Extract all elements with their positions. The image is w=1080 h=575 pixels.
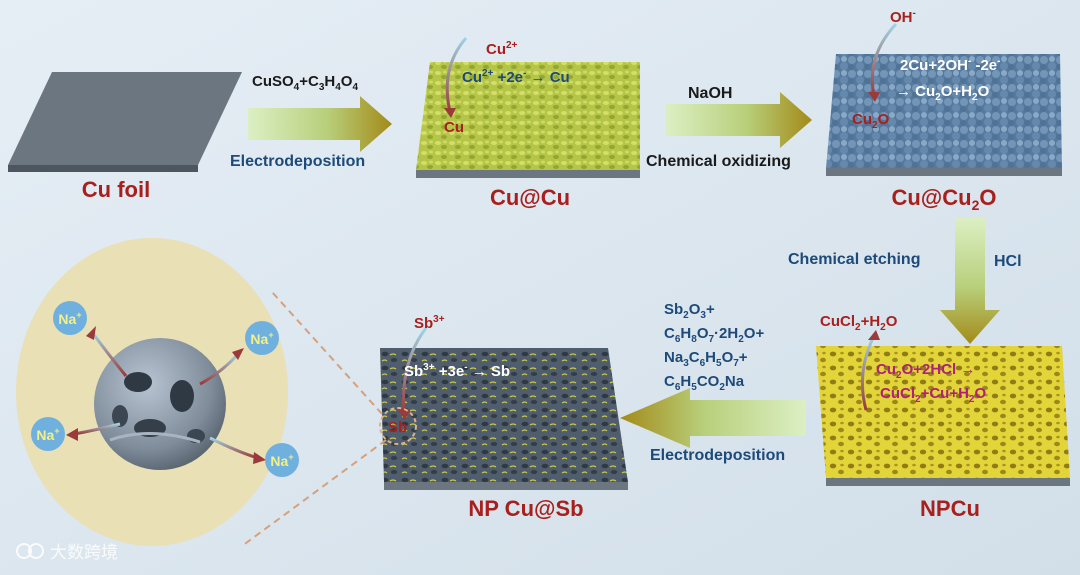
step2-reagent: NaOH — [688, 85, 732, 102]
step3-reagent: HCl — [994, 253, 1022, 270]
step4-method: Electrodeposition — [650, 447, 785, 464]
npcu-label: NPCu — [920, 496, 980, 521]
cu-at-cu-label: Cu@Cu — [490, 185, 570, 210]
step3-method: Chemical etching — [788, 251, 920, 268]
step1-product: Cu — [444, 119, 464, 136]
svg-text:大数跨境: 大数跨境 — [50, 543, 118, 563]
np-cu-sb-label: NP Cu@Sb — [468, 496, 583, 521]
na-ion-left: Na+ — [31, 417, 65, 451]
porous-sphere — [94, 338, 226, 470]
cu-foil-label: Cu foil — [82, 177, 150, 202]
step4-equation: Sb3+ +3e- → Sb — [404, 362, 510, 380]
step1-method: Electrodeposition — [230, 153, 365, 170]
na-ion-top-right: Na+ — [245, 321, 279, 355]
na-ion-top-left: Na+ — [53, 301, 87, 335]
step2-method: Chemical oxidizing — [646, 153, 791, 170]
na-ion-right: Na+ — [265, 443, 299, 477]
step2-ion: OH- — [890, 8, 916, 26]
step4-product: Sb — [388, 419, 407, 436]
step2-equation-line1: 2Cu+2OH- -2e- — [900, 56, 1001, 74]
step1-equation: Cu2+ +2e- → Cu — [462, 68, 570, 86]
cu-at-cu2o-label: Cu@Cu2O — [891, 185, 996, 213]
